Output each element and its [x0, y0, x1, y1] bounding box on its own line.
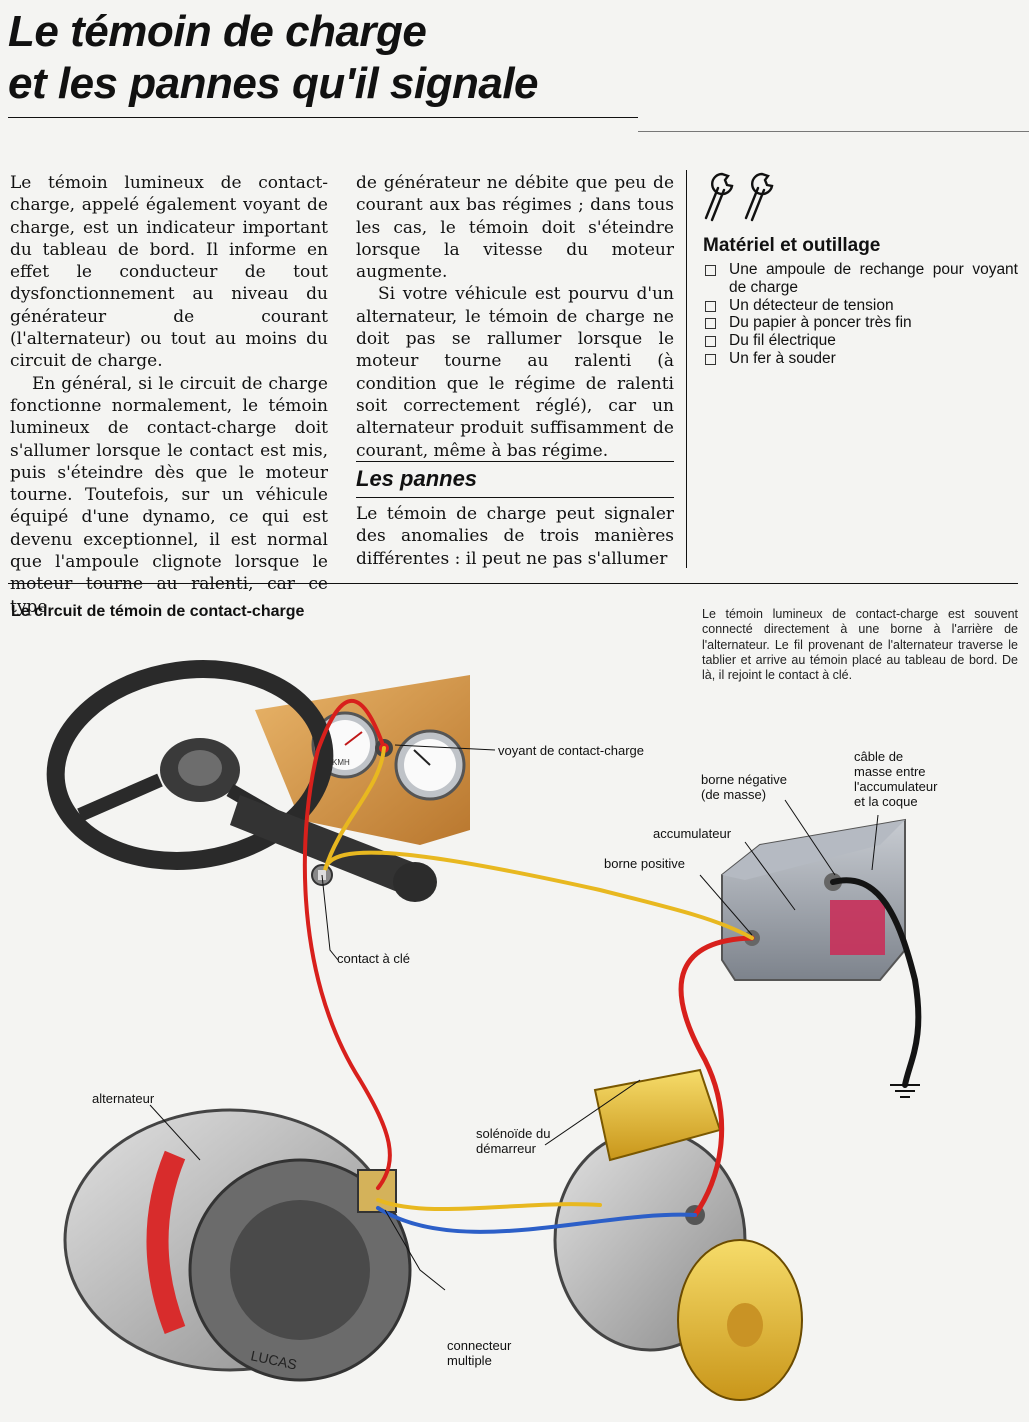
- title-underline: [8, 117, 638, 118]
- battery: [721, 818, 906, 981]
- gauge-text: KMH: [332, 758, 350, 767]
- checkbox-icon: [705, 318, 716, 330]
- steering-wheel: [46, 660, 437, 902]
- wire-yellow-alternator: [376, 1198, 602, 1212]
- section-divider: [8, 583, 1018, 584]
- tools-list: Une ampoule de rechange pour voyant de c…: [705, 261, 1018, 368]
- ground-symbol-icon: [890, 1084, 920, 1098]
- checkbox-icon: [705, 336, 716, 348]
- wire-red-battery: [678, 935, 755, 1218]
- wrench-pair-icon: [704, 172, 774, 222]
- paragraph: Le témoin de charge peut signaler des an…: [356, 504, 674, 569]
- figure-caption: Le témoin lumineux de contact-charge est…: [702, 607, 1018, 683]
- tools-heading: Matériel et outillage: [703, 235, 881, 256]
- wire-ground: [830, 877, 922, 1088]
- wire-blue: [376, 1206, 697, 1234]
- subheading-les-pannes: Les pannes: [356, 466, 478, 491]
- list-item: Du fil électrique: [705, 332, 1018, 350]
- list-item: Une ampoule de rechange pour voyant de c…: [705, 261, 1018, 297]
- label-voyant: voyant de contact-charge: [498, 743, 644, 758]
- title-side-rule: [638, 131, 1029, 132]
- checkbox-icon: [705, 265, 716, 276]
- subheading-rule-bottom: [356, 497, 674, 498]
- checkbox-icon: [705, 300, 716, 312]
- list-item: Un détecteur de tension: [705, 297, 1018, 315]
- page-title: Le témoin de charge et les pannes qu'il …: [8, 6, 648, 110]
- paragraph: En général, si le circuit de charge fonc…: [10, 373, 328, 617]
- label-alternateur: alternateur: [92, 1091, 155, 1106]
- wire-red-charge: [302, 698, 392, 1190]
- wire-yellow: [323, 746, 754, 940]
- article-column-1: Le témoin lumineux de contact-charge, ap…: [10, 172, 328, 618]
- article-column-2-continued: Le témoin de charge peut signaler des an…: [356, 503, 674, 570]
- subheading-rule-top: [356, 461, 674, 462]
- article-column-2: de générateur ne débite que peu de coura…: [356, 172, 674, 462]
- title-line-1: Le témoin de charge: [8, 7, 427, 56]
- alternator: LUCAS: [63, 1108, 412, 1382]
- list-item: Un fer à souder: [705, 350, 1018, 368]
- label-borne-positive: borne positive: [604, 856, 685, 871]
- column-divider: [686, 170, 687, 568]
- checkbox-icon: [705, 353, 716, 365]
- figure-title: Le circuit de témoin de contact-charge: [11, 603, 305, 620]
- charging-circuit-illustration: KMH: [46, 660, 922, 1401]
- label-accumulateur: accumulateur: [653, 826, 732, 841]
- starter-motor: [553, 1068, 803, 1401]
- label-contact-a-cle: contact à clé: [337, 951, 410, 966]
- paragraph: de générateur ne débite que peu de coura…: [356, 173, 674, 283]
- paragraph: Le témoin lumineux de contact-charge, ap…: [10, 173, 328, 372]
- list-item: Du papier à poncer très fin: [705, 314, 1018, 332]
- label-borne-negative: borne négative(de masse): [701, 772, 788, 802]
- title-line-2: et les pannes qu'il signale: [8, 59, 539, 108]
- fuel-gauge: [394, 729, 466, 801]
- paragraph: Si votre véhicule est pourvu d'un altern…: [356, 284, 674, 461]
